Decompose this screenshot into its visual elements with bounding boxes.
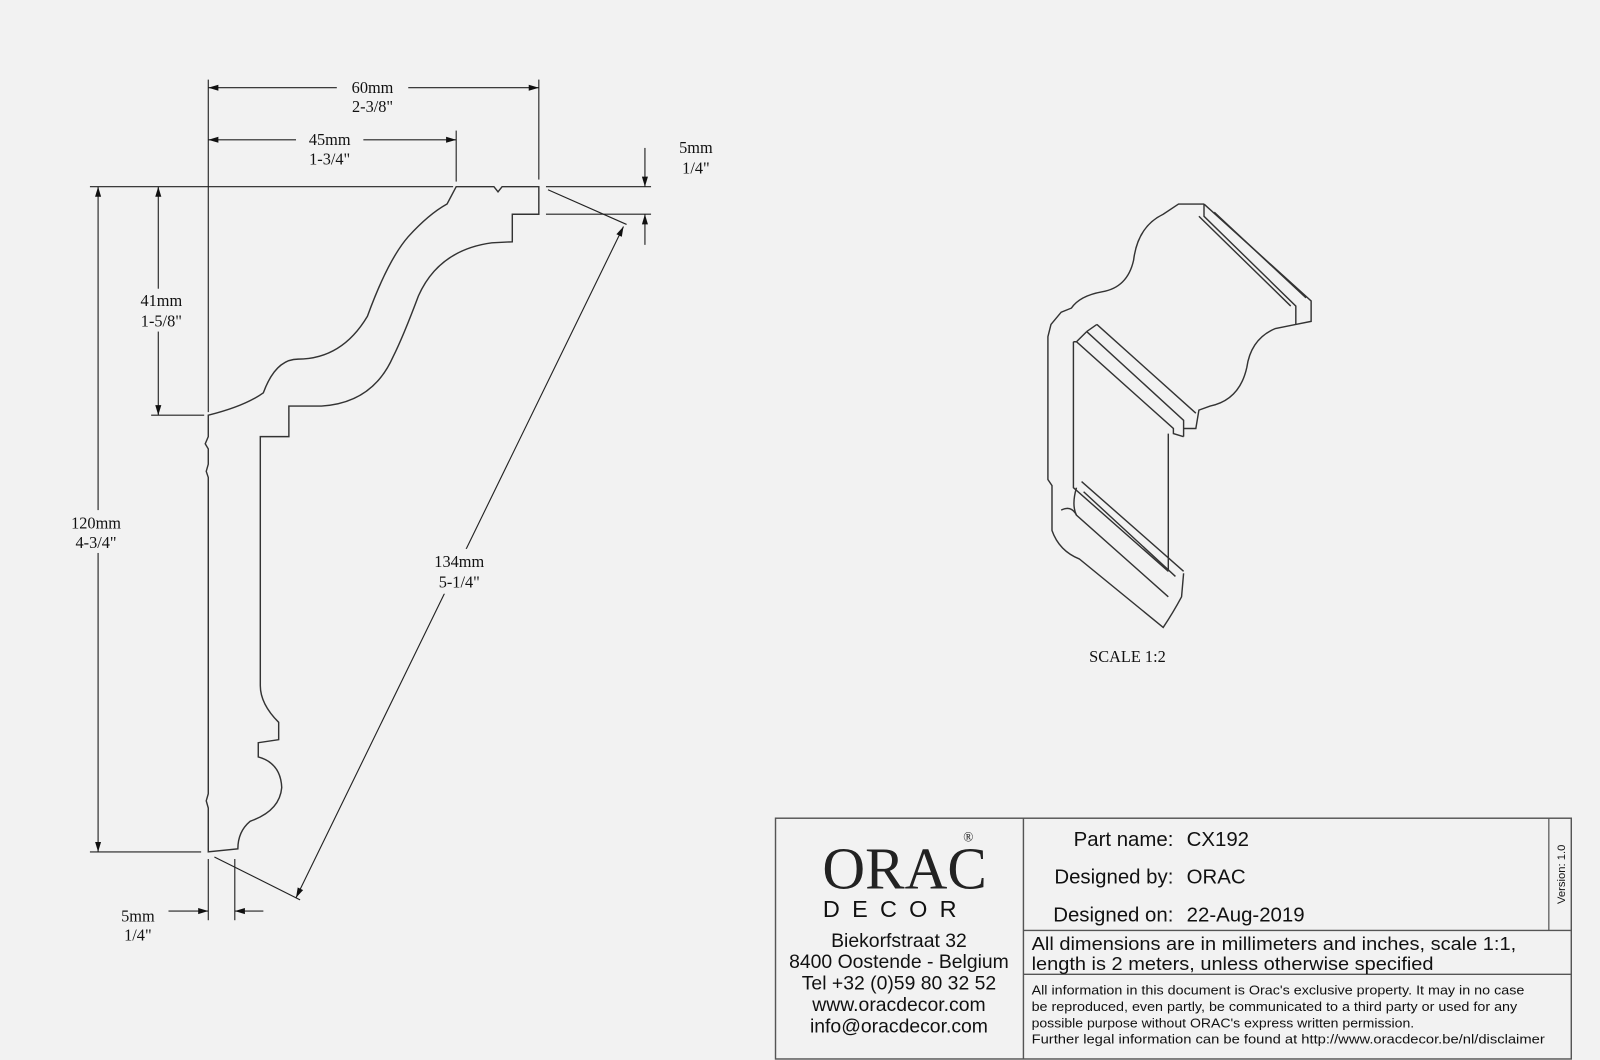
- svg-text:possible purpose without ORAC': possible purpose without ORAC's express …: [1032, 1015, 1415, 1030]
- dim-45mm-label: 45mm: [309, 130, 351, 149]
- svg-text:be reproduced, even partly, be: be reproduced, even partly, be communica…: [1032, 999, 1518, 1014]
- dim-60mm-inch-label: 2-3/8": [352, 97, 393, 116]
- website-link: www.oracdecor.com: [811, 994, 985, 1016]
- company-address: Biekorfstraat 32 8400 Oostende - Belgium…: [789, 930, 1009, 1038]
- dim-60mm-label: 60mm: [352, 78, 394, 97]
- dimension-lines: [89, 79, 652, 921]
- dimension-labels: 60mm 2-3/8" 45mm 1-3/4" 5mm 1/4" 41mm 1-…: [61, 76, 713, 945]
- svg-text:length is 2 meters, unless oth: length is 2 meters, unless otherwise spe…: [1032, 953, 1434, 974]
- dim-5mm-top-label: 5mm: [679, 138, 713, 157]
- svg-text:Tel +32 (0)59 80 32 52: Tel +32 (0)59 80 32 52: [802, 973, 996, 995]
- disclaimer-link: Further legal information can be found a…: [1032, 1032, 1546, 1047]
- dim-5mm-bottom-label: 5mm: [121, 906, 155, 925]
- designed-by-label: Designed by:: [1054, 867, 1173, 889]
- dim-134mm-label: 134mm: [434, 552, 484, 571]
- profile-section: [204, 185, 540, 853]
- dim-45mm-inch-label: 1-3/4": [309, 149, 350, 168]
- dim-41mm-label: 41mm: [140, 291, 182, 310]
- dim-5mm-top-inch-label: 1/4": [682, 158, 710, 177]
- email-link: info@oracdecor.com: [810, 1015, 988, 1037]
- legal-notice: All information in this document is Orac…: [1032, 983, 1546, 1047]
- part-name-label: Part name:: [1074, 829, 1174, 851]
- orac-decor-logo: ORAC ® DECOR: [822, 830, 986, 922]
- dim-134mm-inch-label: 5-1/4": [439, 573, 480, 592]
- designed-on-label: Designed on:: [1053, 904, 1173, 926]
- svg-text:Biekorfstraat 32: Biekorfstraat 32: [831, 930, 967, 952]
- svg-text:®: ®: [963, 830, 973, 845]
- dim-5mm-bottom-inch-label: 1/4": [124, 926, 152, 945]
- designed-on-value: 22-Aug-2019: [1187, 904, 1305, 926]
- isometric-view: [1047, 203, 1312, 629]
- scale-label: SCALE 1:2: [1089, 647, 1166, 666]
- dim-41mm-inch-label: 1-5/8": [141, 311, 182, 330]
- units-note: All dimensions are in millimeters and in…: [1032, 933, 1517, 974]
- svg-text:All dimensions are in millimet: All dimensions are in millimeters and in…: [1032, 933, 1517, 954]
- svg-text:DECOR: DECOR: [823, 896, 969, 922]
- version-label: Version: 1.0: [1556, 845, 1568, 904]
- svg-text:8400 Oostende - Belgium: 8400 Oostende - Belgium: [789, 951, 1009, 973]
- designed-by-value: ORAC: [1187, 867, 1246, 889]
- title-block: ORAC ® DECOR Biekorfstraat 32 8400 Ooste…: [774, 817, 1572, 1060]
- dim-120mm-inch-label: 4-3/4": [76, 533, 117, 552]
- part-name-value: CX192: [1187, 829, 1249, 851]
- svg-text:All information in this docume: All information in this document is Orac…: [1032, 983, 1525, 998]
- dim-120mm-label: 120mm: [71, 513, 121, 532]
- svg-text:ORAC: ORAC: [822, 836, 986, 902]
